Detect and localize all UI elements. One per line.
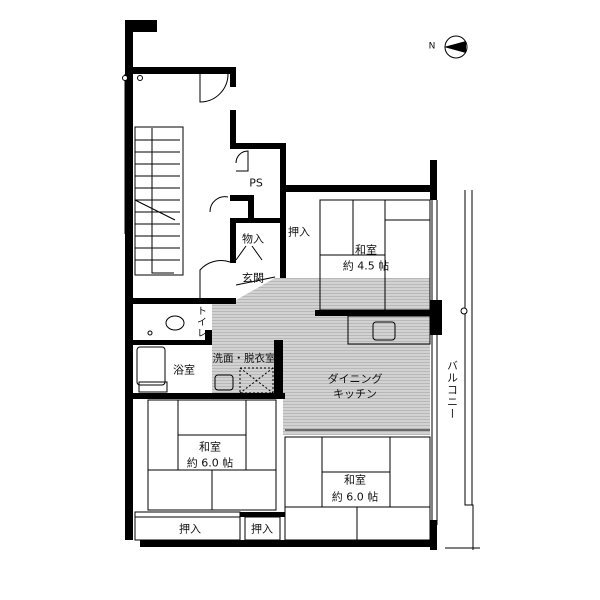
room-washitsu-right-name: 和室 — [344, 473, 366, 487]
compass-north-label: N — [428, 41, 436, 52]
room-dining-line2: キッチン — [333, 387, 377, 401]
room-washitsu-left-size: 約 6.0 帖 — [186, 456, 234, 470]
room-bath: 浴室 — [173, 363, 195, 377]
room-entrance: 玄関 — [242, 271, 264, 285]
room-washitsu-right-size: 約 6.0 帖 — [331, 490, 379, 504]
room-storage: 物入 — [242, 232, 264, 246]
room-washitsu-left-name: 和室 — [199, 440, 221, 454]
room-closet-bottom-left: 押入 — [179, 522, 201, 536]
room-toilet: トイレ — [194, 305, 206, 339]
room-closet-bottom-mid: 押入 — [251, 522, 273, 536]
room-dining-line1: ダイニング — [327, 372, 383, 386]
dining-kitchen-floor — [283, 278, 430, 435]
room-ps: PS — [249, 176, 263, 190]
room-washitsu-small-size: 約 4.5 帖 — [342, 259, 390, 273]
thin-lines — [122, 73, 480, 550]
room-closet-top: 押入 — [288, 225, 310, 239]
north-compass-icon — [444, 35, 468, 59]
washroom-floor — [212, 300, 283, 395]
entrance-floor — [236, 278, 283, 300]
walls — [125, 20, 442, 550]
room-balcony: バルコニー — [445, 360, 459, 420]
room-washroom: 洗面・脱衣室 — [212, 352, 276, 365]
room-washitsu-small-name: 和室 — [355, 243, 377, 257]
